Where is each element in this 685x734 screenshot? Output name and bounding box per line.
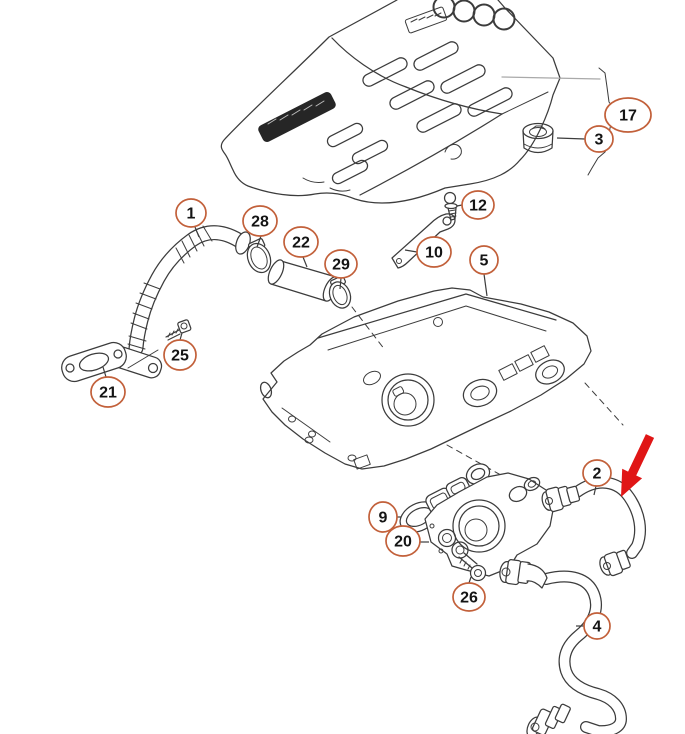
quick-connector-drawing xyxy=(541,485,581,513)
model-lettering-badge xyxy=(404,6,448,34)
svg-text:9: 9 xyxy=(379,510,388,527)
callout-22[interactable]: 22 xyxy=(283,226,319,258)
callout-29[interactable]: 29 xyxy=(324,249,358,279)
hose-4-drawing xyxy=(499,559,627,734)
callout-leader-1 xyxy=(194,226,200,238)
quick-connector-drawing xyxy=(599,549,631,577)
callout-leader-5 xyxy=(483,273,488,297)
callout-leader-29 xyxy=(339,277,342,290)
audi-rings-icon xyxy=(432,0,516,31)
callout-17[interactable]: 17 xyxy=(604,97,652,133)
svg-text:3: 3 xyxy=(595,132,604,149)
callout-9[interactable]: 9 xyxy=(368,501,398,533)
svg-text:4: 4 xyxy=(593,619,602,636)
callout-2[interactable]: 2 xyxy=(582,459,612,487)
svg-text:2: 2 xyxy=(593,466,602,483)
valve-cover-drawing xyxy=(259,287,592,470)
svg-text:22: 22 xyxy=(292,235,310,252)
callout-leader-28 xyxy=(256,235,262,248)
svg-text:10: 10 xyxy=(425,245,443,262)
quick-connector-drawing xyxy=(526,703,571,734)
bracket-17-line xyxy=(501,67,620,176)
callout-5[interactable]: 5 xyxy=(469,245,499,275)
svg-text:20: 20 xyxy=(394,534,412,551)
screw-26-drawing xyxy=(458,552,487,582)
callout-12[interactable]: 12 xyxy=(461,190,495,220)
callout-leader-25 xyxy=(179,332,183,341)
callout-leader-26 xyxy=(468,576,472,584)
bolt-25-drawing xyxy=(165,319,192,341)
svg-text:28: 28 xyxy=(251,214,269,231)
svg-text:26: 26 xyxy=(460,590,478,607)
callout-leader-2 xyxy=(593,485,597,496)
callout-leader-21 xyxy=(102,366,107,378)
gasket-21-drawing xyxy=(61,341,127,383)
hose-2-drawing xyxy=(541,476,647,577)
callout-21[interactable]: 21 xyxy=(90,376,126,408)
callout-4[interactable]: 4 xyxy=(583,612,611,640)
callout-leader-10 xyxy=(404,249,418,253)
bolt-12-drawing xyxy=(443,191,458,221)
clamp-29-drawing xyxy=(328,275,352,309)
clamp-28-drawing xyxy=(246,238,272,274)
quick-connector-drawing xyxy=(499,559,548,589)
svg-text:12: 12 xyxy=(469,198,487,215)
cap-part-drawing xyxy=(522,122,554,154)
callout-layer: 1 28 22 29 12 10 5 17 3 25 21 9 20 26 2 4 xyxy=(90,97,652,640)
svg-text:29: 29 xyxy=(332,257,350,274)
callout-25[interactable]: 25 xyxy=(163,339,197,371)
svg-text:1: 1 xyxy=(187,206,196,223)
engine-cover-drawing xyxy=(220,0,561,204)
svg-text:5: 5 xyxy=(480,253,489,270)
svg-text:25: 25 xyxy=(171,348,189,365)
svg-text:21: 21 xyxy=(99,385,117,402)
callout-28[interactable]: 28 xyxy=(242,205,278,237)
callout-10[interactable]: 10 xyxy=(416,236,452,268)
callout-leader-3 xyxy=(556,137,586,140)
svg-text:17: 17 xyxy=(619,108,637,125)
callout-3[interactable]: 3 xyxy=(584,125,614,153)
red-arrow-icon xyxy=(621,434,655,497)
callout-1[interactable]: 1 xyxy=(175,198,207,228)
pcv-unit-drawing xyxy=(424,472,555,577)
callout-20[interactable]: 20 xyxy=(385,525,421,557)
callout-26[interactable]: 26 xyxy=(452,582,486,612)
engine-name-badge xyxy=(258,92,336,142)
callout-leader-22 xyxy=(302,256,308,268)
